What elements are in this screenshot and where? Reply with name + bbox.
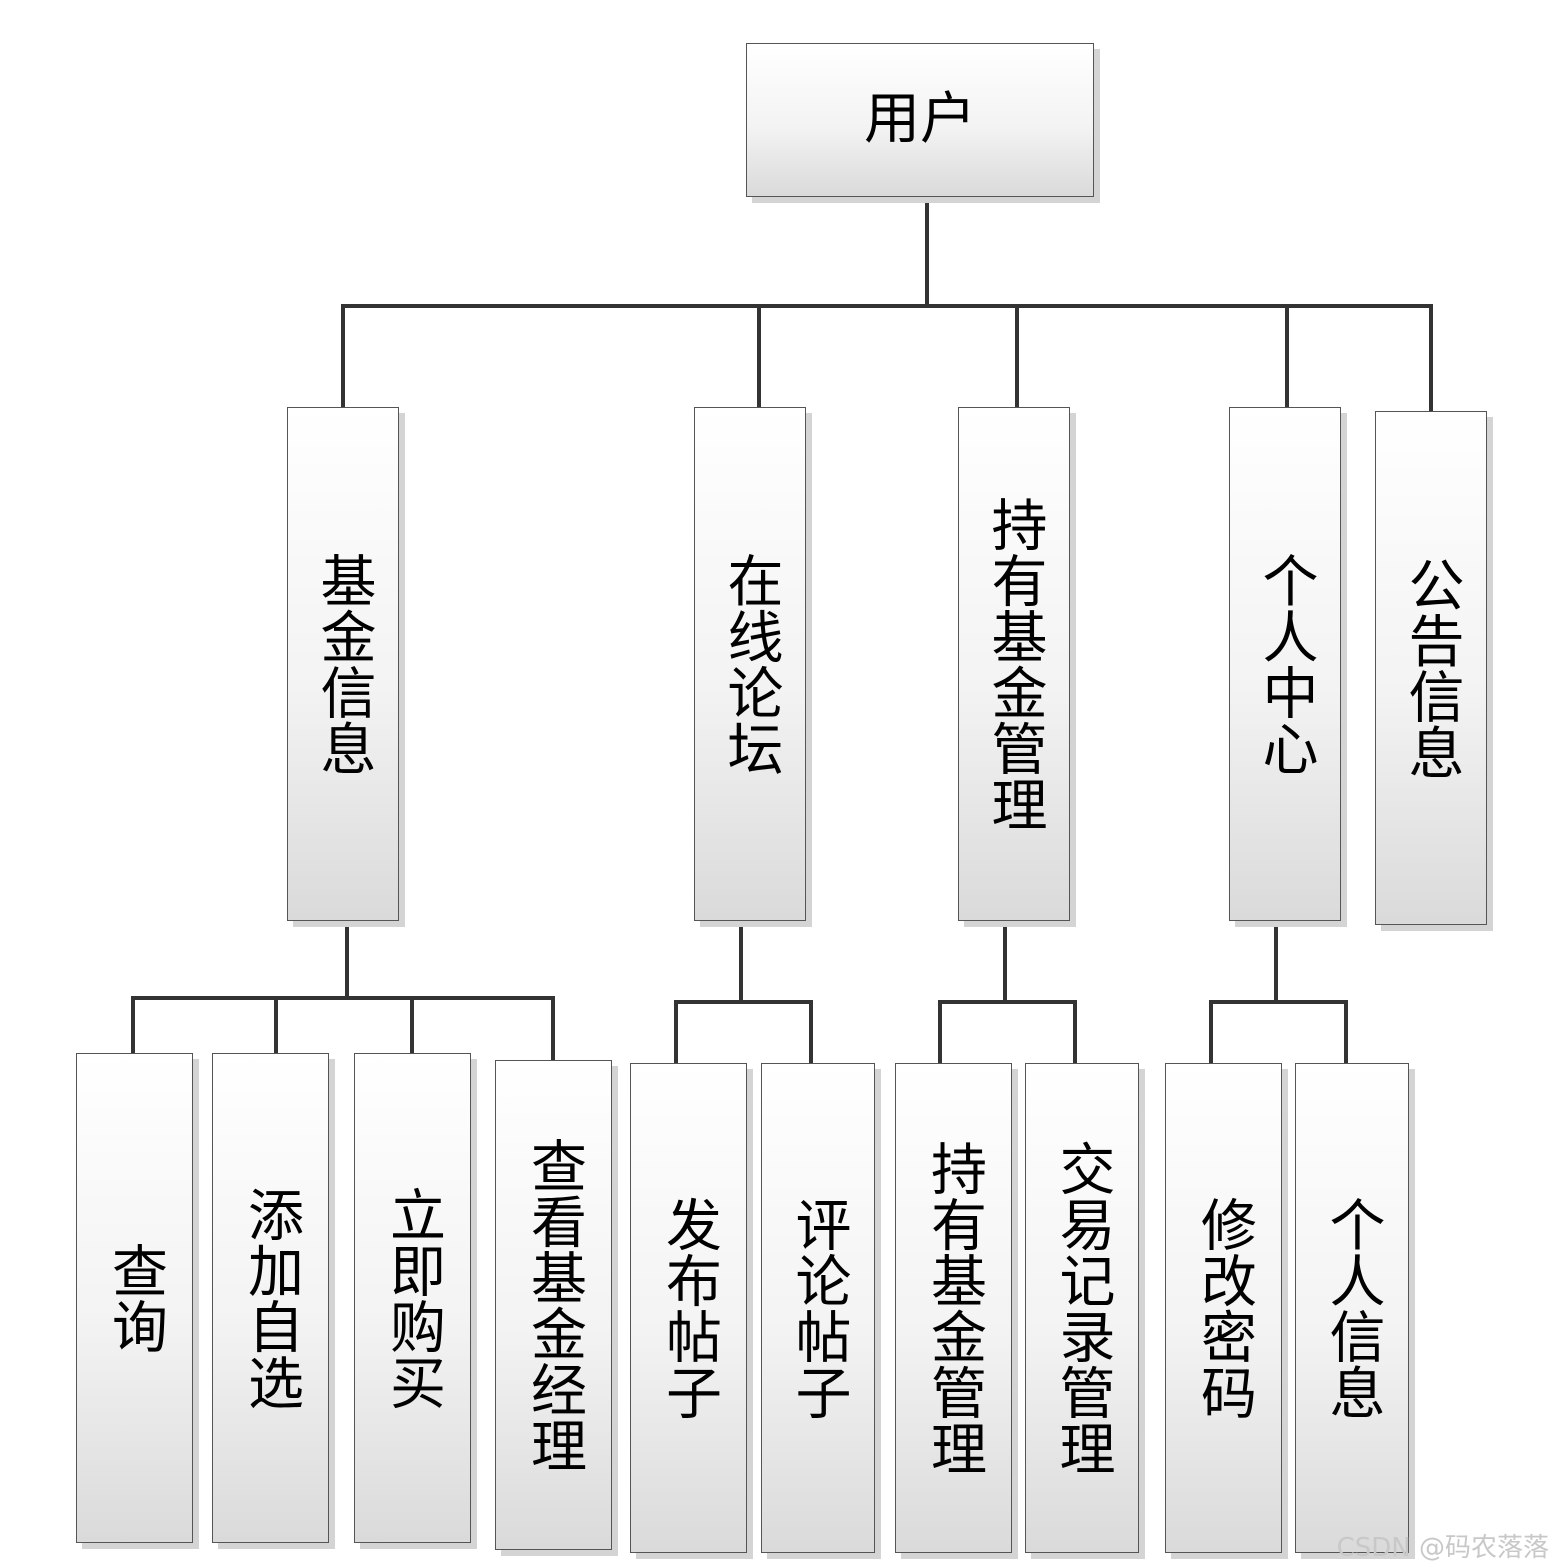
root-node-label: 用户 xyxy=(864,87,976,152)
leaf-buy-now: 立即购买 xyxy=(354,1053,471,1543)
root-node-user: 用户 xyxy=(746,43,1094,197)
module-forum: 在线论坛 xyxy=(694,407,806,921)
leaf-label: 个人信息 xyxy=(1320,1196,1385,1420)
leaf-label: 查询 xyxy=(102,1242,168,1354)
module-holdings: 持有基金管理 xyxy=(958,407,1070,921)
leaf-view-fund-manager: 查看基金经理 xyxy=(495,1060,612,1550)
module-fund-info: 基金信息 xyxy=(287,407,399,921)
leaf-change-password: 修改密码 xyxy=(1165,1063,1282,1553)
leaf-label: 添加自选 xyxy=(238,1186,304,1410)
leaf-label: 评论帖子 xyxy=(786,1196,851,1420)
module-notices-label: 公告信息 xyxy=(1399,556,1464,780)
leaf-comment-post: 评论帖子 xyxy=(761,1063,875,1553)
leaf-holdings-manage: 持有基金管理 xyxy=(895,1063,1012,1553)
module-personal-center-label: 个人中心 xyxy=(1253,552,1318,776)
leaf-publish-post: 发布帖子 xyxy=(630,1063,747,1553)
leaf-query: 查询 xyxy=(76,1053,193,1543)
leaf-transaction-records: 交易记录管理 xyxy=(1025,1063,1139,1553)
module-forum-label: 在线论坛 xyxy=(718,552,783,776)
leaf-label: 交易记录管理 xyxy=(1050,1140,1115,1476)
watermark: CSDN @码农落落 xyxy=(1336,1533,1549,1563)
leaf-label: 发布帖子 xyxy=(656,1196,722,1420)
leaf-label: 持有基金管理 xyxy=(921,1140,987,1476)
leaf-label: 查看基金经理 xyxy=(521,1137,587,1473)
module-notices: 公告信息 xyxy=(1375,411,1487,925)
module-personal-center: 个人中心 xyxy=(1229,407,1341,921)
module-holdings-label: 持有基金管理 xyxy=(982,496,1047,832)
leaf-label: 修改密码 xyxy=(1191,1196,1257,1420)
module-fund-info-label: 基金信息 xyxy=(311,552,376,776)
leaf-personal-info: 个人信息 xyxy=(1295,1063,1409,1553)
leaf-label: 立即购买 xyxy=(380,1186,446,1410)
leaf-add-watchlist: 添加自选 xyxy=(212,1053,329,1543)
